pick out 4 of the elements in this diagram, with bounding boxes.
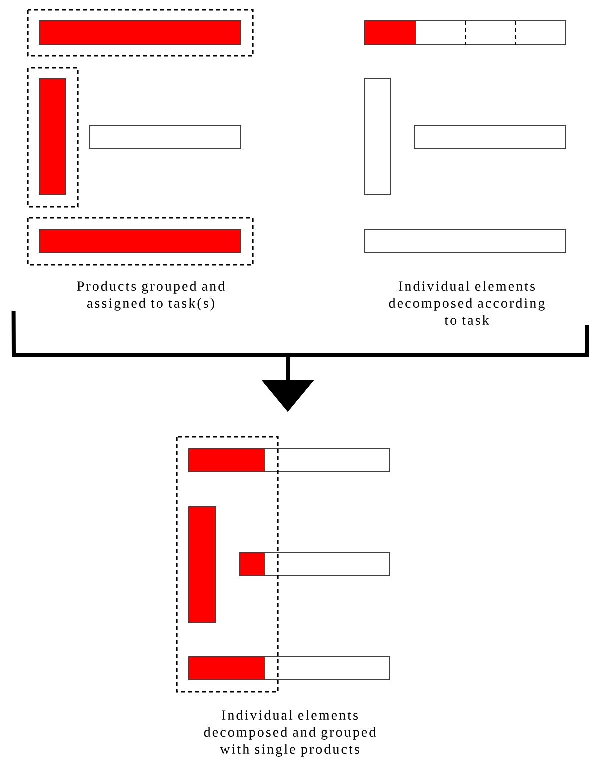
- caption: Products grouped and assigned to task(s): [77, 281, 225, 311]
- combined-bars-drawing: [176, 436, 390, 693]
- caption: Individual elements decomposed and grouped with single products: [204, 710, 376, 757]
- caption: Individual elements decomposed according to task: [389, 281, 545, 326]
